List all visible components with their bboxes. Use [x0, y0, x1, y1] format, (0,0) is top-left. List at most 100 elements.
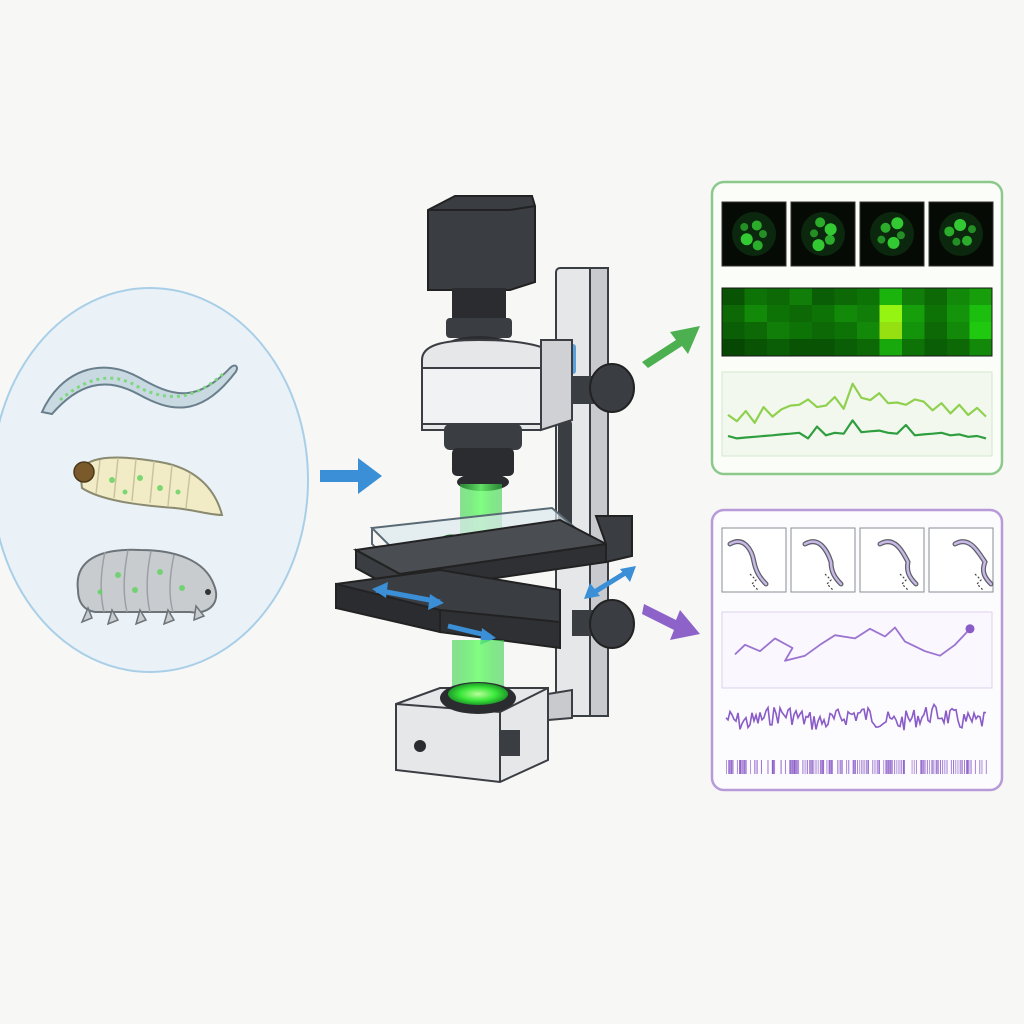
- heatmap-cell: [722, 339, 745, 357]
- heatmap-cell: [924, 322, 948, 340]
- heatmap-cell: [767, 339, 790, 357]
- heatmap-cell: [857, 322, 880, 340]
- barcode-bar: [889, 760, 892, 774]
- behavior-worm-highlight: [878, 540, 918, 586]
- barcode-bar: [813, 760, 815, 774]
- barcode-bar: [898, 760, 900, 774]
- barcode-bar: [817, 760, 819, 774]
- barcode-bar: [937, 760, 939, 774]
- barcode-bar: [974, 760, 976, 774]
- barcode-bar: [915, 760, 917, 774]
- barcode-bar: [750, 760, 752, 774]
- calcium-neuron: [740, 233, 753, 246]
- barcode-bar: [913, 760, 915, 774]
- barcode-bar: [745, 760, 747, 774]
- barcode-bar: [900, 760, 902, 774]
- calcium-neuron: [759, 230, 767, 238]
- calcium-trace-line: [727, 419, 987, 440]
- calcium-glow: [732, 212, 776, 256]
- barcode-bar: [878, 760, 880, 774]
- heatmap-cell: [834, 339, 858, 357]
- calcium-neuron: [824, 234, 835, 245]
- trajectory-endpoint: [965, 624, 975, 634]
- heatmap-cell: [744, 288, 768, 306]
- barcode-bar: [863, 760, 865, 774]
- barcode-bar: [754, 760, 756, 774]
- barcode-bar: [968, 760, 970, 774]
- barcode-bar: [743, 760, 746, 774]
- heatmap-cell: [767, 288, 790, 306]
- heatmap-cell: [924, 305, 948, 323]
- barcode-bar: [874, 760, 876, 774]
- behavior-track-dots: [824, 573, 834, 591]
- barcode-bar: [931, 760, 934, 774]
- barcode-bar: [728, 760, 731, 774]
- barcode-bar: [922, 760, 925, 774]
- heatmap-cell: [744, 322, 768, 340]
- behavior-signal-line: [725, 702, 986, 731]
- heatmap-cell: [947, 339, 970, 357]
- barcode-bar: [808, 760, 811, 774]
- stage-knob-icon[interactable]: [572, 599, 635, 649]
- heatmap-cell: [924, 339, 948, 357]
- barcode-bar: [739, 760, 742, 774]
- stage-x-arrow: [372, 582, 444, 610]
- heatmap-cell: [879, 322, 903, 340]
- calcium-neuron: [952, 237, 961, 246]
- stage-z-arrow: [584, 566, 636, 599]
- heatmap-cell: [879, 288, 903, 306]
- microscope-pillar: [555, 267, 609, 717]
- barcode-bar: [852, 760, 855, 774]
- calcium-glow: [801, 212, 845, 256]
- heatmap-cell: [902, 305, 925, 323]
- barcode-bar: [815, 760, 817, 774]
- barcode-bar: [950, 760, 952, 774]
- heatmap-cell: [722, 322, 745, 340]
- heatmap-cell: [879, 305, 903, 323]
- calcium-neuron: [961, 235, 972, 246]
- barcode-bar: [811, 760, 814, 774]
- focus-knob-icon[interactable]: [572, 363, 635, 413]
- heatmap-cell: [767, 305, 790, 323]
- barcode-bar: [981, 760, 983, 774]
- barcode-bar: [966, 760, 969, 774]
- barcode-bar: [876, 760, 879, 774]
- excitation-beam-lower: [452, 640, 504, 690]
- barcode-bar: [741, 760, 744, 774]
- heatmap-cell: [857, 305, 880, 323]
- calcium-neuron: [877, 235, 886, 244]
- calcium-imaging-panel: [710, 180, 1004, 476]
- barcode-bar: [929, 760, 931, 774]
- barcode-bar: [963, 760, 965, 774]
- behavior-frames: [721, 527, 994, 593]
- heatmap-cell: [879, 339, 903, 357]
- calcium-neuron: [812, 239, 825, 252]
- behavior-worm-highlight: [953, 540, 993, 586]
- barcode-bar: [872, 760, 874, 774]
- calcium-traces: [721, 371, 993, 457]
- barcode-bar: [826, 760, 828, 774]
- tardigrade-icon: [76, 548, 217, 626]
- input-flow-arrow: [320, 458, 382, 494]
- barcode-bar: [774, 760, 776, 774]
- barcode-bar: [920, 760, 923, 774]
- organism-panel: [0, 287, 309, 673]
- barcode-bar: [806, 760, 808, 774]
- barcode-bar: [848, 760, 850, 774]
- heatmap-cell: [722, 288, 745, 306]
- barcode-bar: [935, 760, 938, 774]
- barcode-bar: [867, 760, 869, 774]
- stage-lower[interactable]: [335, 568, 561, 650]
- barcode-bar: [804, 760, 806, 774]
- heatmap-cell: [947, 288, 970, 306]
- heatmap-cell: [789, 322, 813, 340]
- calcium-trace-line: [727, 382, 987, 424]
- calcium-neuron: [740, 222, 749, 231]
- barcode-bar: [784, 760, 786, 774]
- heatmap-cell: [789, 288, 813, 306]
- barcode-bar: [793, 760, 796, 774]
- barcode-bar: [822, 760, 825, 774]
- calcium-neuron: [967, 225, 976, 234]
- barcode-bar: [726, 760, 727, 774]
- barcode-bar: [953, 760, 955, 774]
